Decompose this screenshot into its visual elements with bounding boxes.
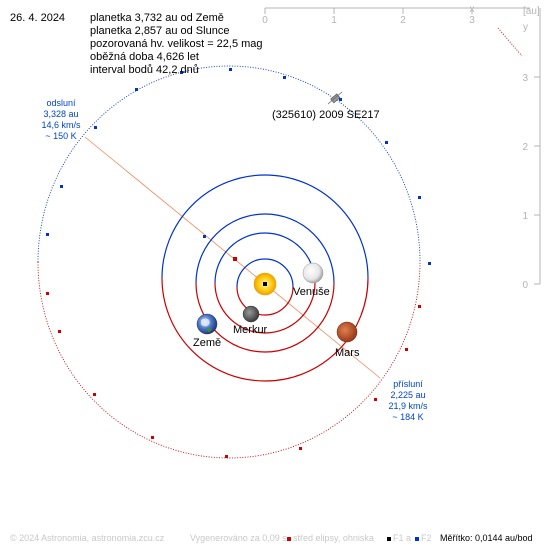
asteroid-icon xyxy=(327,91,343,105)
y-tick-label: 1 xyxy=(522,211,528,222)
info-line-interval: interval bodů 42,2 dnů xyxy=(90,64,199,76)
y-tick-label: 3 xyxy=(522,73,528,84)
ellipse-center xyxy=(233,257,237,261)
legend-center-label: střed elipsy, ohniska xyxy=(293,533,374,543)
aphelion-line: 14,6 km/s xyxy=(41,120,81,130)
earth-orbit xyxy=(195,282,335,353)
orbit-point xyxy=(374,398,377,401)
asteroid-label: (325610) 2009 SE217 xyxy=(272,109,380,121)
perihelion-line: ~ 184 K xyxy=(392,412,423,422)
copyright-text: © 2024 Astronomia, astronomia.zcu.cz xyxy=(10,533,165,543)
focus2-marker-icon xyxy=(415,536,419,541)
orbit-point xyxy=(94,126,97,129)
aphelion-label: odsluní 3,328 au 14,6 km/s ~ 150 K xyxy=(41,98,81,141)
planet-orbits xyxy=(161,174,369,382)
orbit-point xyxy=(180,71,183,74)
unit-label: [au] xyxy=(523,6,540,17)
x-tick-label: 1 xyxy=(331,15,337,26)
info-line-distance-sun: planetka 2,857 au od Slunce xyxy=(90,25,230,37)
earth-label: Země xyxy=(193,337,221,349)
orbit-point xyxy=(418,196,421,199)
aphelion-line: ~ 150 K xyxy=(45,131,76,141)
orbit-point xyxy=(299,447,302,450)
orbit-point xyxy=(418,305,421,308)
orbit-point xyxy=(135,88,138,91)
generated-text: Vygenerováno za 0,09 s xyxy=(190,533,287,543)
perihelion-label: přísluní 2,225 au 21,9 km/s ~ 184 K xyxy=(388,379,428,422)
earth-orbit xyxy=(195,213,335,284)
legend-f2-label: F2 xyxy=(421,533,432,543)
orbit-markers xyxy=(46,68,431,458)
orbit-point xyxy=(385,141,388,144)
legend-center: střed elipsy, ohniska xyxy=(285,533,374,543)
y-tick-label: 0 xyxy=(522,280,528,291)
orbit-point xyxy=(93,393,96,396)
orbit-point xyxy=(58,330,61,333)
orbit-point xyxy=(229,68,232,71)
aphelion-line: odsluní xyxy=(46,98,76,108)
center-marker-icon xyxy=(287,536,291,541)
perihelion-line: přísluní xyxy=(393,379,423,389)
mars-orbit xyxy=(161,277,369,382)
mercury-label: Merkur xyxy=(233,324,268,336)
info-line-magnitude: pozorovaná hv. velikost = 22,5 mag xyxy=(90,38,263,50)
mars-planet xyxy=(336,321,358,343)
x-tick-label: 3 xyxy=(469,15,475,26)
mercury-orbit xyxy=(236,286,294,316)
orbit-point xyxy=(405,348,408,351)
info-line-period: oběžná doba 4,626 let xyxy=(90,51,199,63)
orbit-point xyxy=(46,292,49,295)
aphelion-line: 3,328 au xyxy=(43,109,78,119)
orbit-point xyxy=(225,455,228,458)
focus-f2 xyxy=(203,235,206,238)
sun xyxy=(253,272,277,296)
venus-planet xyxy=(302,262,324,284)
orbit-point xyxy=(283,76,286,79)
perihelion-line: 2,225 au xyxy=(390,390,425,400)
legend-focus-1: F1 a xyxy=(385,533,411,543)
focus1-marker-icon xyxy=(387,536,391,541)
orbit-point xyxy=(151,436,154,439)
earth-planet xyxy=(196,313,218,335)
x-axis: 0 1 2 3 x [au] xyxy=(262,4,540,26)
mercury-planet xyxy=(242,305,260,323)
legend-focus-2: F2 xyxy=(413,533,432,543)
venus-label: Venuše xyxy=(293,286,330,298)
mercury-orbit xyxy=(236,258,294,288)
venus-orbit xyxy=(214,282,316,334)
scale-text: Měřítko: 0,0144 au/bod xyxy=(440,533,533,543)
orbit-point xyxy=(339,98,342,101)
y-axis: 3 2 1 0 y xyxy=(522,8,541,291)
date-label: 26. 4. 2024 xyxy=(10,12,66,24)
x-tick-label: 0 xyxy=(262,15,268,26)
orbit-point xyxy=(428,262,431,265)
venus-orbit xyxy=(214,232,316,284)
orbit-point xyxy=(46,233,49,236)
y-axis-label: y xyxy=(523,22,528,33)
x-axis-label: x xyxy=(470,4,475,15)
orbit-point xyxy=(60,185,63,188)
info-line-distance-earth: planetka 3,732 au od Země xyxy=(90,12,224,24)
mars-orbit xyxy=(161,174,369,279)
y-tick-label: 2 xyxy=(522,142,528,153)
apsis-line xyxy=(84,136,381,379)
legend-f1-label: F1 a xyxy=(393,533,412,543)
x-tick-label: 2 xyxy=(400,15,406,26)
mars-label: Mars xyxy=(335,347,360,359)
perihelion-line: 21,9 km/s xyxy=(388,401,428,411)
info-panel: planetka 3,732 au od Země planetka 2,857… xyxy=(90,12,263,77)
asteroid-orbit xyxy=(37,27,523,459)
